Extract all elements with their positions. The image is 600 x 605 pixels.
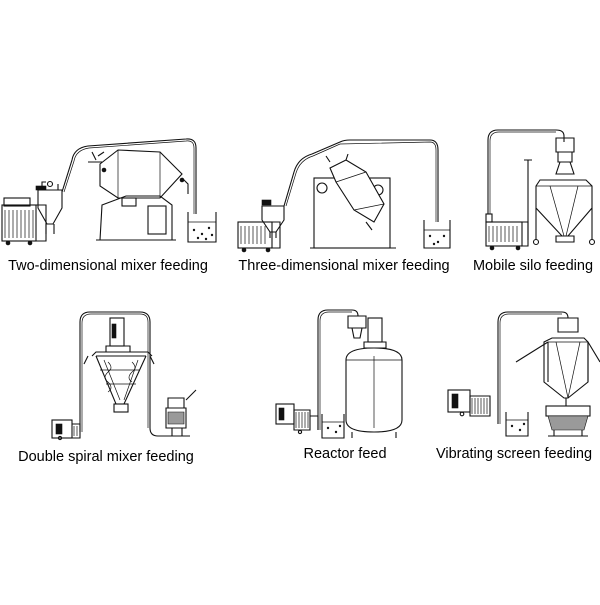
silo-with-vibrating-screen [515,317,600,437]
panel-three-dimensional-mixer [237,139,451,253]
caption-two-dimensional-mixer: Two-dimensional mixer feeding [8,258,208,274]
reactor-vessel [345,315,403,438]
vacuum-feeder-unit [485,213,529,251]
mobile-silo [524,137,596,246]
conveying-pipe [79,311,168,437]
material-container [321,414,345,439]
vacuum-pump-unit [275,403,319,435]
conveying-pipe [317,309,359,430]
panel-vibrating-screen [447,311,600,437]
caption-reactor: Reactor feed [303,446,387,462]
vacuum-pump-unit [447,389,491,417]
vacuum-pump-unit [51,419,81,441]
panel-double-spiral-mixer [51,311,197,441]
caption-vibrating-screen: Vibrating screen feeding [435,446,593,462]
conveying-pipe [487,129,565,214]
double-spiral-mixer [83,317,155,413]
two-dimensional-mixer [88,149,189,241]
vacuum-feeder-unit [237,199,285,253]
receiving-hopper [164,389,197,437]
panel-mobile-silo [485,129,596,251]
caption-mobile-silo: Mobile silo feeding [472,258,594,274]
material-container [187,212,217,243]
caption-three-dimensional-mixer: Three-dimensional mixer feeding [238,258,450,274]
panel-reactor [275,309,403,439]
three-dimensional-mixer [310,153,396,249]
conveying-pipe [283,139,439,222]
conveying-pipe [61,138,197,214]
panel-two-dimensional-mixer [1,138,217,246]
conveying-pipe [497,311,569,424]
material-container [505,412,529,437]
material-container [423,220,451,249]
caption-double-spiral-mixer: Double spiral mixer feeding [18,449,194,465]
vacuum-feeder-unit [1,180,63,246]
